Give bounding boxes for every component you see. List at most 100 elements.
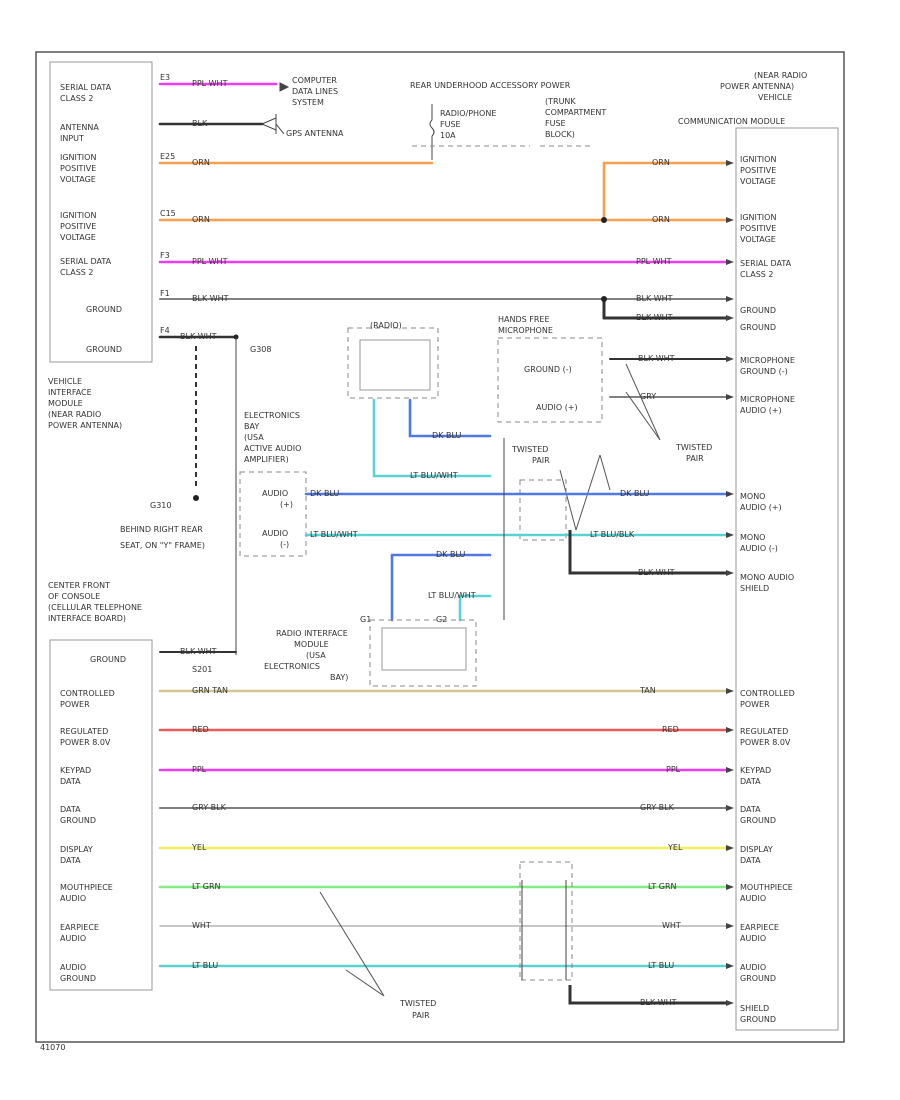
radio-box <box>347 327 439 399</box>
lm-label-2a: IGNITION <box>60 153 96 162</box>
ll-l3b: DATA <box>60 777 81 786</box>
tag-rim-db: DK BLU <box>436 550 465 559</box>
tag-mono-minus-l: LT BLU/WHT <box>310 530 358 539</box>
fuse-loc-3: BLOCK) <box>545 130 575 139</box>
rm-l11b: POWER 8.0V <box>740 738 791 747</box>
tag-dkblu: DK BLU <box>432 431 461 440</box>
pin-e3: E3 <box>160 73 170 82</box>
mic-twist-lines <box>625 363 661 441</box>
lm-label-2b: POSITIVE <box>60 164 96 173</box>
rm-l4: GROUND <box>740 323 776 332</box>
rim-label-0: RADIO INTERFACE <box>276 629 348 638</box>
tag-tan-r: TAN <box>639 686 656 695</box>
ground-desc-0: BEHIND RIGHT REAR <box>120 525 203 534</box>
lm-label-5: GROUND <box>86 305 122 314</box>
mic-box <box>497 337 603 423</box>
rm-l14a: DISPLAY <box>740 845 773 854</box>
tag-orn-l2: ORN <box>192 215 210 224</box>
lm-label-4b: CLASS 2 <box>60 268 94 277</box>
rm-l11a: REGULATED <box>740 727 788 736</box>
rm-l13b: GROUND <box>740 816 776 825</box>
pin-e25: E25 <box>160 152 175 161</box>
lm-name-0: VEHICLE <box>48 377 82 386</box>
rm-l6b: AUDIO (+) <box>740 406 782 415</box>
tag-pplwht-l: PPL WHT <box>192 79 228 88</box>
lm-name-4: POWER ANTENNA) <box>48 421 122 430</box>
tag-ppl-r: PPL <box>666 765 681 774</box>
ll-l1b: POWER <box>60 700 90 709</box>
rm-l1a: IGNITION <box>740 213 776 222</box>
ll-name-2: (CELLULAR TELEPHONE <box>48 603 142 612</box>
s201-label: S201 <box>192 665 212 674</box>
mono-twist-1: PAIR <box>532 456 550 465</box>
tag-gryblk-r: GRY BLK <box>640 803 675 812</box>
tag-ltgrn-r: LT GRN <box>648 882 677 891</box>
rm-l1b: POSITIVE <box>740 224 776 233</box>
ll-l3a: KEYPAD <box>60 766 91 775</box>
rm-name-2: VEHICLE <box>758 93 792 102</box>
gps-antenna-icon <box>261 114 285 135</box>
upper-wires <box>158 82 728 339</box>
tag-mic-audio: GRY <box>640 392 656 401</box>
lm-label-1b: INPUT <box>60 134 84 143</box>
rm-l16a: EARPIECE <box>740 923 779 932</box>
ll-l4a: DATA <box>60 805 81 814</box>
fuse-loc-0: (TRUNK <box>545 97 576 106</box>
tag-blk: BLK <box>192 119 208 128</box>
rim-label-1: MODULE <box>294 640 329 649</box>
rm-l18a: SHIELD <box>740 1004 769 1013</box>
tag-mic-gnd: BLK WHT <box>638 354 675 363</box>
pin-codes: E3 E25 C15 F3 F1 F4 <box>160 73 176 335</box>
lm-label-4a: SERIAL DATA <box>60 257 112 266</box>
lower-shield-wire <box>568 985 726 1005</box>
rm-l10a: CONTROLLED <box>740 689 795 698</box>
tag-wht-r: WHT <box>662 921 681 930</box>
splice-g308-label: G308 <box>250 345 271 354</box>
left-module-labels: SERIAL DATA CLASS 2 ANTENNA INPUT IGNITI… <box>60 83 122 354</box>
lm-label-6: GROUND <box>86 345 122 354</box>
mic-title-0: HANDS FREE <box>498 315 550 324</box>
ll-l8a: AUDIO <box>60 963 86 972</box>
ll-name-0: CENTER FRONT <box>48 581 110 590</box>
ground-g310 <box>193 495 199 501</box>
tag-blkwht-r: BLK WHT <box>636 294 673 303</box>
rm-l10b: POWER <box>740 700 770 709</box>
tag-gryblk-l: GRY BLK <box>192 803 227 812</box>
left-module-name: VEHICLE INTERFACE MODULE (NEAR RADIO POW… <box>48 377 122 430</box>
amp-box <box>239 471 307 557</box>
ll-name-3: INTERFACE BOARD) <box>48 614 126 623</box>
tag-ppl-sd: PPL WHT <box>192 257 228 266</box>
rm-l13a: DATA <box>740 805 761 814</box>
rm-l0b: POSITIVE <box>740 166 776 175</box>
fuse-block-title: REAR UNDERHOOD ACCESSORY POWER <box>410 81 571 90</box>
mono-twist-lines <box>559 454 611 531</box>
lm-label-3a: IGNITION <box>60 211 96 220</box>
ll-l8b: GROUND <box>60 974 96 983</box>
ll-l6b: AUDIO <box>60 894 86 903</box>
tag-orn-l: ORN <box>192 158 210 167</box>
right-module-name: (NEAR RADIO POWER ANTENNA) VEHICLE COMMU… <box>678 71 807 126</box>
tag-yel-l: YEL <box>191 843 207 852</box>
left-lower-name: CENTER FRONT OF CONSOLE (CELLULAR TELEPH… <box>48 581 142 623</box>
tag-orn-r: ORN <box>652 158 670 167</box>
lower-twist-1: PAIR <box>412 1011 430 1020</box>
lower-twist-0: TWISTED <box>399 999 436 1008</box>
right-module-labels: IGNITION POSITIVE VOLTAGE IGNITION POSIT… <box>740 155 795 1024</box>
mic-twist-1: PAIR <box>686 454 704 463</box>
amp-pin-0b: (+) <box>280 500 293 509</box>
rm-l2b: CLASS 2 <box>740 270 774 279</box>
rm-l9a: MONO AUDIO <box>740 573 794 582</box>
lm-name-1: INTERFACE <box>48 388 92 397</box>
ll-l0: GROUND <box>90 655 126 664</box>
rm-l7a: MONO <box>740 492 765 501</box>
mono-shield-wire <box>568 530 726 575</box>
amp-label-4: AMPLIFIER) <box>244 455 289 464</box>
tag-ltblu-r: LT BLU <box>648 961 674 970</box>
tag-blkwht: BLK WHT <box>192 294 229 303</box>
rm-l6a: MICROPHONE <box>740 395 795 404</box>
ground-loc: G310 <box>150 501 171 510</box>
amp-label-1: BAY <box>244 422 259 431</box>
rm-l2a: SERIAL DATA <box>740 259 792 268</box>
rm-l15b: AUDIO <box>740 894 766 903</box>
tag-blkwht-gl: BLK WHT <box>180 332 217 341</box>
